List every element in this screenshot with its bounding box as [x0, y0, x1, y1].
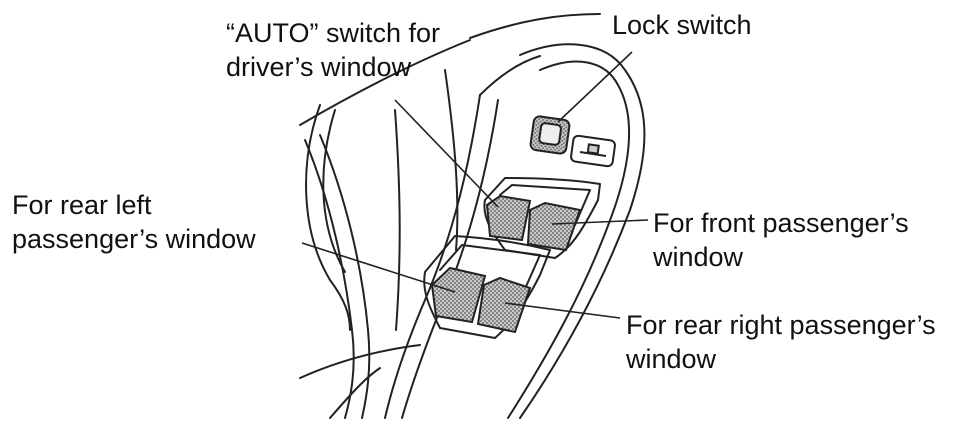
- auto-switch-label-line-1: “AUTO” switch for: [226, 18, 441, 48]
- front-passenger-label-line-1: For front passenger’s: [653, 208, 909, 238]
- lower-trim-line-2: [329, 367, 381, 419]
- rear-switch-bezel-inner: [439, 244, 541, 301]
- leader-rear-right: [504, 302, 621, 319]
- lock-switch-label: Lock switch: [612, 8, 752, 42]
- rear-left-window-switch: [430, 266, 487, 324]
- panel-line-top: [469, 13, 601, 39]
- door-handle-inner: [322, 109, 346, 273]
- lower-trim-line: [299, 344, 421, 379]
- switch-panel-inner-edge: [507, 60, 631, 419]
- lock-switch: [529, 115, 571, 155]
- switch-panel-rim: [479, 55, 541, 96]
- switch-panel-outer: [519, 43, 646, 419]
- leader-auto: [394, 99, 499, 208]
- rear-left-label-line-2: passenger’s window: [12, 224, 256, 254]
- front-passenger-window-switch: [526, 201, 582, 252]
- rear-right-label: For rear right passenger’s window: [626, 308, 936, 376]
- door-panel-line-1: [394, 109, 401, 331]
- auto-switch-label-line-2: driver’s window: [226, 52, 412, 82]
- armrest-curve-2: [319, 134, 371, 419]
- armrest-curve-1: [304, 139, 355, 419]
- rear-right-label-line-2: window: [626, 344, 717, 374]
- rear-right-label-line-1: For rear right passenger’s: [626, 310, 936, 340]
- auto-switch-label: “AUTO” switch for driver’s window: [226, 16, 440, 84]
- lock-button: [570, 134, 616, 168]
- front-passenger-label: For front passenger’s window: [653, 206, 909, 274]
- rear-left-label-line-1: For rear left: [12, 190, 152, 220]
- rear-left-label: For rear left passenger’s window: [12, 188, 256, 256]
- door-handle-recess: [305, 104, 351, 331]
- leader-front: [551, 219, 649, 225]
- front-switch-bezel-inner: [499, 184, 591, 226]
- front-passenger-label-line-2: window: [653, 242, 744, 272]
- lock-switch-label-line-1: Lock switch: [612, 10, 752, 40]
- leader-lock: [557, 51, 633, 123]
- switch-panel-left-edge: [384, 94, 481, 419]
- armrest-outer-line: [299, 39, 471, 126]
- rear-right-window-switch: [476, 276, 532, 334]
- door-panel-line-2: [444, 69, 459, 251]
- leader-rear-left: [301, 242, 456, 293]
